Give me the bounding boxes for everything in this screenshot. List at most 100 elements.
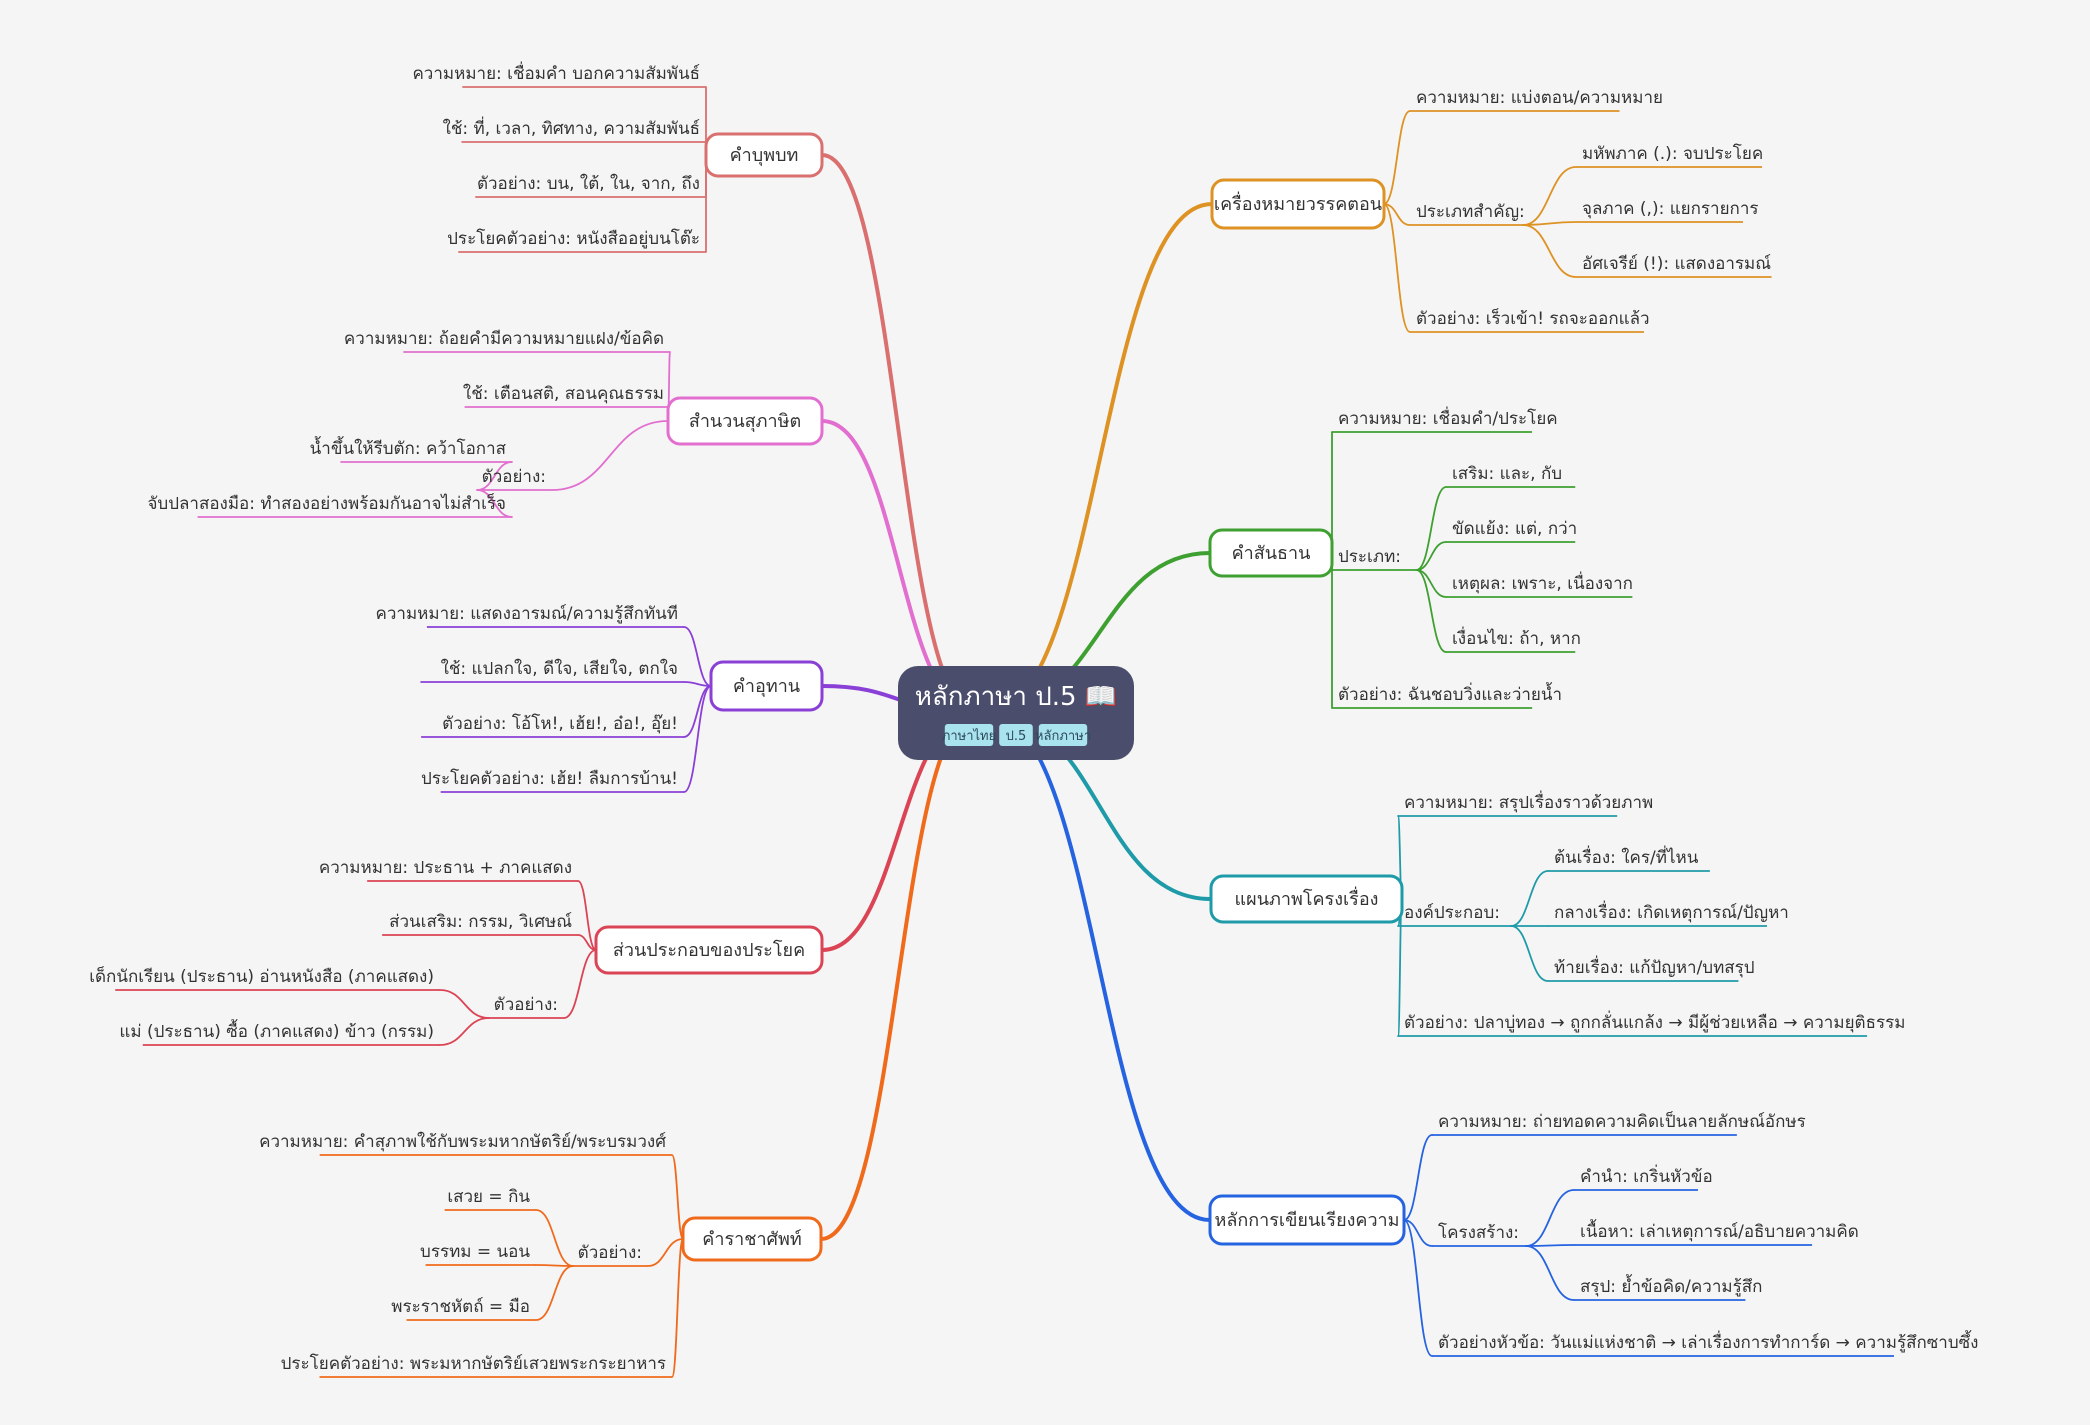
topic-b4[interactable]: ส่วนประกอบของประโยค [594,925,824,975]
sub-connector [1383,203,1411,226]
leaf-label: ความหมาย: แสดงอารมณ์/ความรู้สึกทันที [376,604,679,624]
topic-box[interactable] [1208,1194,1406,1246]
main-branch-connector [819,711,978,1241]
sub-connector [439,989,490,1019]
sub-connector [1522,166,1577,226]
leaf-label: ส่วนเสริม: กรรม, วิเศษณ์ [389,912,572,932]
sub-connector [683,685,712,738]
main-branch-connector [986,711,1212,1222]
leaf-label: กลางเรื่อง: เกิดเหตุการณ์/ปัญหา [1554,900,1789,923]
topic-label: คำบุพบท [730,145,799,166]
sub-connector [1525,1244,1575,1247]
topic-box[interactable] [1209,874,1404,924]
tag-chip-bg [999,724,1033,746]
topic-box[interactable] [1210,178,1386,230]
topic-b8[interactable]: แผนภาพโครงเรื่อง [1209,874,1404,924]
sub-connector [1415,486,1447,571]
topic-box[interactable] [594,925,824,975]
leaf-label: ตัวอย่าง: [482,467,546,487]
leaf-label: เสวย = กิน [447,1187,530,1207]
leaf-label: น้ำขึ้นให้รีบตัก: คว้าโอกาส [310,436,507,459]
sub-connector [683,626,712,687]
leaf-label: ความหมาย: ถ้อยคำมีความหมายแฝง/ข้อคิด [344,329,664,349]
leaf-label: จับปลาสองมือ: ทำสองอย่างพร้อมกันอาจไม่สำ… [147,492,506,514]
leaf-label: ความหมาย: คำสุภาพใช้กับพระมหากษัตริย์/พร… [259,1131,666,1152]
leaf-label: ตัวอย่าง: ฉันชอบวิ่งและว่ายน้ำ [1338,682,1562,705]
sub-connector [1510,870,1549,927]
tag-label: ป.5 [1006,729,1027,744]
sub-connector [535,1209,574,1267]
sub-connector [535,1265,574,1321]
leaf-label: อัศเจรีย์ (!): แสดงอารมณ์ [1582,254,1771,274]
leaf-label: ใช้: แปลกใจ, ดีใจ, เสียใจ, ตกใจ [441,658,678,679]
topic-box[interactable] [1208,528,1334,578]
sub-connector [1415,541,1447,571]
sub-connector [671,1154,684,1240]
leaf-label: คำนำ: เกริ่นหัวข้อ [1580,1164,1713,1187]
leaf-label: ท้ายเรื่อง: แก้ปัญหา/บทสรุป [1554,955,1755,978]
leaf-label: ตัวอย่าง: [578,1243,642,1263]
tag-chip: ภาษาไทย [942,724,996,746]
leaf-label: จุลภาค (,): แยกรายการ [1582,199,1759,219]
sub-connector [439,1017,490,1046]
leaf-label: ความหมาย: ประธาน + ภาคแสดง [319,858,572,878]
sub-connector [1522,224,1577,278]
leaf-label: ตัวอย่าง: เร็วเข้า! รถจะออกแล้ว [1416,307,1650,329]
tag-label: ภาษาไทย [942,728,996,744]
topic-b6[interactable]: เครื่องหมายวรรคตอน [1210,178,1386,230]
leaf-label: ขัดแย้ง: แต่, กว่า [1452,519,1577,539]
leaf-label: องค์ประกอบ: [1404,903,1500,923]
topic-b3[interactable]: คำอุทาน [709,660,824,712]
leaf-label: ความหมาย: เชื่อมคำ/ประโยค [1338,406,1558,429]
main-branch-connector [986,202,1214,715]
leaf-label: ประเภท: [1338,547,1401,567]
sub-connector [551,420,669,491]
leaf-label: ความหมาย: สรุปเรื่องราวด้วยภาพ [1404,790,1653,813]
topic-b9[interactable]: หลักการเขียนเรียงความ [1208,1194,1406,1246]
leaf-label: ต้นเรื่อง: ใคร/ที่ไหน [1554,845,1699,868]
leaf-label: ความหมาย: เชื่อมคำ บอกความสัมพันธ์ [412,61,700,84]
topic-box[interactable] [709,660,824,712]
topic-b2[interactable]: สำนวนสุภาษิต [666,396,824,446]
sub-connector [1525,1245,1575,1301]
topic-b5[interactable]: คำราชาศัพท์ [681,1216,823,1262]
topic-label: คำอุทาน [733,676,800,697]
sub-connector [1403,1219,1433,1357]
leaf-label: ความหมาย: แบ่งตอน/ความหมาย [1416,88,1663,108]
leaf-label: ตัวอย่าง: ปลาบู่ทอง → ถูกกลั่นแกล้ง → มี… [1404,1010,1905,1033]
leaf-label: ประโยคตัวอย่าง: พระมหากษัตริย์เสวยพระกระ… [281,1353,666,1374]
sub-connector [1403,1134,1433,1221]
sub-connector [1522,221,1577,226]
sub-connector [1383,110,1411,205]
leaf-label: เหตุผล: เพราะ, เนื่องจาก [1452,571,1633,594]
sub-connector [577,880,597,951]
leaf-label: ประเภทสำคัญ: [1416,202,1525,222]
sub-connector [683,681,712,687]
leaf-label: เงื่อนไข: ถ้า, หาก [1452,626,1581,649]
topic-label: เครื่องหมายวรรคตอน [1214,191,1382,215]
leaf-label: สรุป: ย้ำข้อคิด/ความรู้สึก [1580,1274,1762,1297]
topic-box[interactable] [681,1216,823,1262]
topic-label: หลักการเขียนเรียงความ [1214,1210,1399,1231]
leaf-label: ประโยคตัวอย่าง: เฮ้ย! ลืมการบ้าน! [421,768,678,789]
topic-label: แผนภาพโครงเรื่อง [1235,886,1379,910]
sub-connector [1510,925,1549,982]
sub-connector [647,1238,684,1267]
topic-box[interactable] [666,396,824,446]
nodes: คำบุพบท ความหมาย: เชื่อมคำ บอกความสัมพันธ… [89,61,1978,1374]
topic-b7[interactable]: คำสันธาน [1208,528,1334,578]
sub-connector [1525,1189,1575,1247]
tag-chip: หลักภาษา [1035,724,1091,746]
connectors [115,86,1894,1378]
sub-connector [535,1264,574,1267]
topic-box[interactable] [704,132,824,178]
leaf-label: เนื้อหา: เล่าเหตุการณ์/อธิบายความคิด [1580,1219,1859,1242]
tag-chip-bg [944,724,994,746]
leaf-label: เสริม: และ, กับ [1452,464,1562,484]
sub-connector [563,949,597,1019]
topic-b1[interactable]: คำบุพบท [704,132,824,178]
leaf-label: ตัวอย่างหัวข้อ: วันแม่แห่งชาติ → เล่าเรื… [1438,1330,1978,1353]
sub-connector [683,685,712,793]
